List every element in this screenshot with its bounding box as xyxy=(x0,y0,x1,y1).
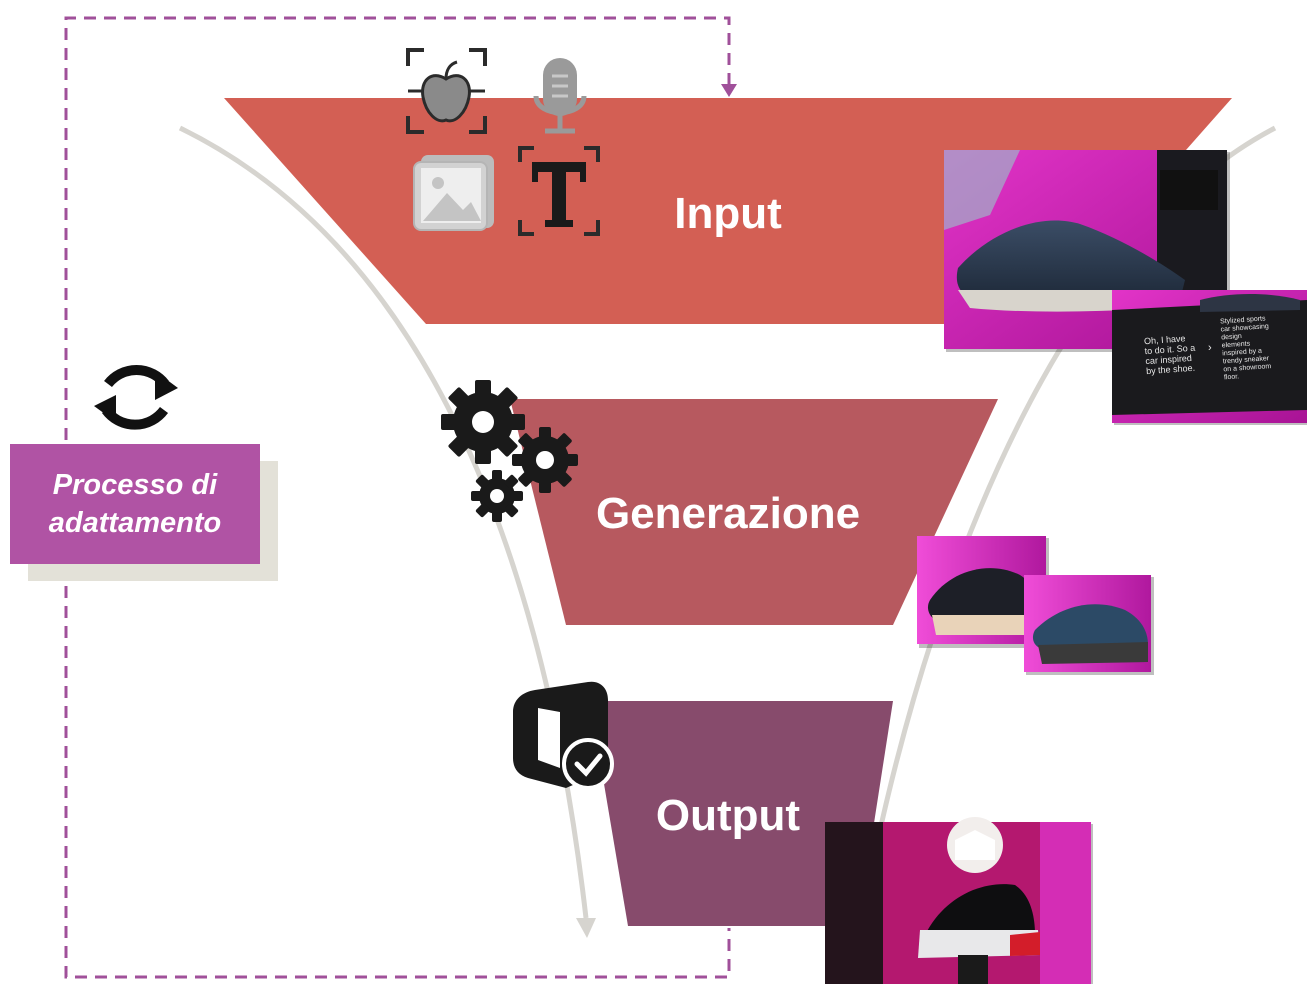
sneaker-photo-5 xyxy=(825,817,1093,984)
microphone-icon xyxy=(533,58,587,134)
funnel-stage-generazione xyxy=(510,399,998,625)
funnel-stage-output xyxy=(590,701,893,926)
photo-card-chevron: › xyxy=(1208,342,1212,354)
stage-label-input: Input xyxy=(674,189,782,238)
sneaker-photo-4 xyxy=(1024,575,1154,675)
feedback-arrowhead xyxy=(721,84,737,97)
stage-label-generazione: Generazione xyxy=(595,489,861,538)
image-icon xyxy=(413,155,494,231)
photo-card-text-1: Oh, I have to do it. So a car inspired b… xyxy=(1144,332,1209,376)
focus-apple-icon xyxy=(406,48,487,134)
feedback-loop-line xyxy=(64,16,731,979)
verified-product-icon xyxy=(513,681,614,790)
adaptation-label-line2: adattamento xyxy=(48,507,222,539)
adaptation-process-box: Processo di adattamento xyxy=(10,444,260,564)
left-flow-arrowhead xyxy=(576,918,596,938)
photo-card-text-2: Stylized sports car showcasing design el… xyxy=(1220,314,1294,383)
sneaker-photo-2 xyxy=(1112,290,1307,425)
text-icon xyxy=(518,146,600,236)
stage-label-output: Output xyxy=(655,791,801,840)
adaptation-label-line1: Processo di xyxy=(52,469,218,501)
